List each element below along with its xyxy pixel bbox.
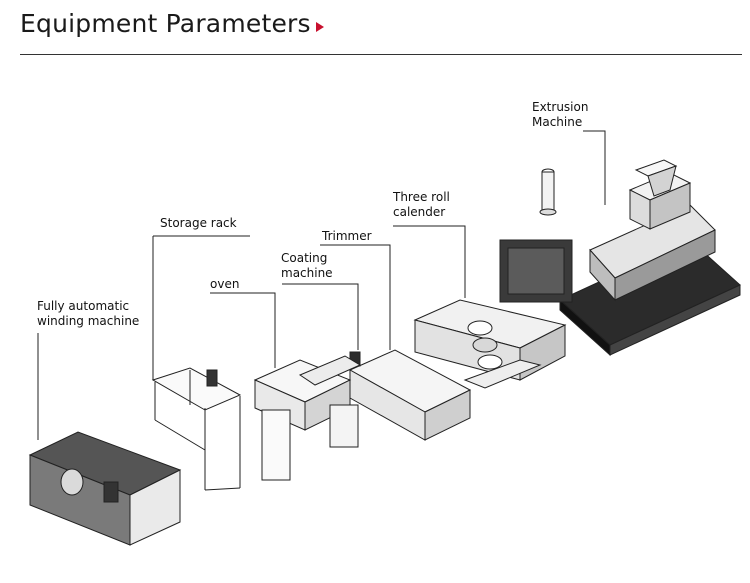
label-extrusion-machine: Extrusion Machine <box>532 100 588 130</box>
leader-oven <box>210 292 276 368</box>
label-oven: oven <box>210 277 240 291</box>
label-line: calender <box>393 205 446 219</box>
title-divider <box>20 54 742 55</box>
three-roll-calender <box>413 299 567 389</box>
label-line: Fully automatic <box>37 299 130 313</box>
triangle-right-icon <box>316 22 324 32</box>
leader-calender <box>393 225 466 298</box>
winding-machine <box>28 431 182 546</box>
label-winding-machine: Fully automatic winding machine <box>37 299 139 329</box>
oven-coating-unit <box>253 355 362 481</box>
leader-extrusion <box>583 130 606 205</box>
label-line: Extrusion <box>532 100 589 114</box>
leader-storage <box>152 235 250 380</box>
extrusion-machine <box>499 159 741 357</box>
label-storage-rack: Storage rack <box>160 216 237 230</box>
page-title: Equipment Parameters <box>20 9 311 38</box>
label-line: Three roll <box>393 190 450 204</box>
leader-coating <box>282 283 359 350</box>
label-coating-machine: Coating machine <box>281 251 333 281</box>
label-three-roll-calender: Three roll calender <box>393 190 450 220</box>
leader-trimmer <box>320 244 391 350</box>
label-trimmer: Trimmer <box>322 229 372 243</box>
label-line: Machine <box>532 115 583 129</box>
label-line: machine <box>281 266 333 280</box>
label-line: Coating <box>281 251 328 265</box>
storage-rack <box>151 367 242 491</box>
label-line: winding machine <box>37 314 140 328</box>
trimmer <box>348 349 472 441</box>
